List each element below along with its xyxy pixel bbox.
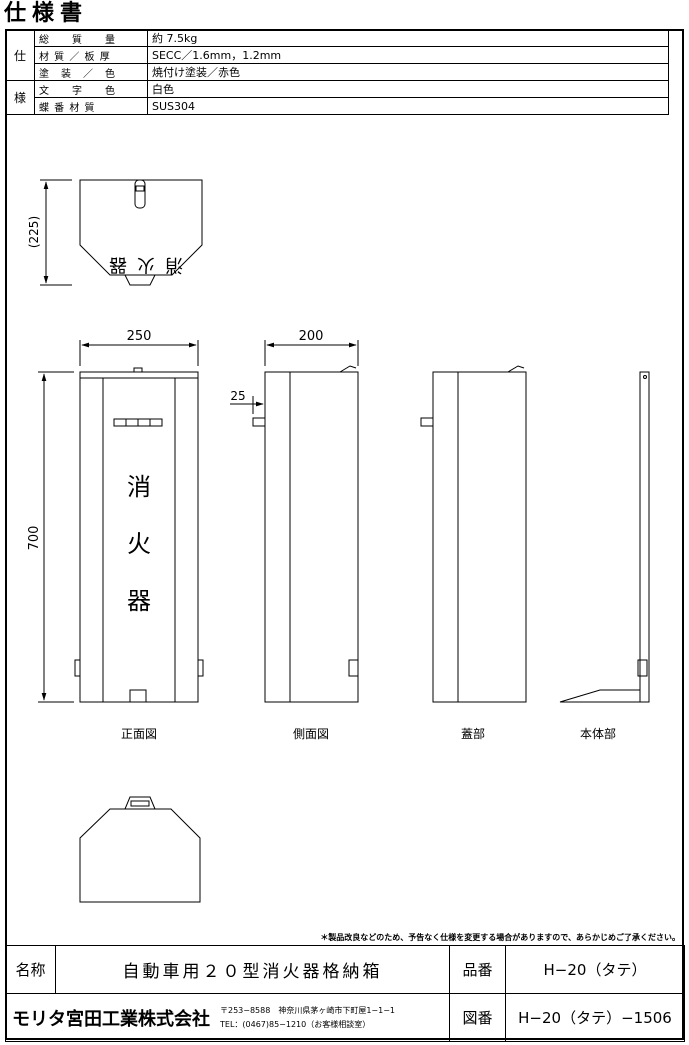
spec-value: SECC／1.6mm，1.2mm — [147, 46, 669, 64]
spec-side-label-bottom: 様 — [5, 80, 35, 115]
label-front-view: 正面図 — [121, 727, 157, 741]
name-value: 自動車用２０型消火器格納箱 — [55, 945, 450, 994]
name-label: 名称 — [5, 945, 56, 994]
box-char-3: 器 — [127, 587, 151, 615]
title-block: 名称 自動車用２０型消火器格納箱 品番 H−20（タテ） モリタ宮田工業株式会社… — [5, 945, 685, 1042]
dim-offset: 25 — [230, 389, 245, 403]
box-char-2: 火 — [127, 530, 151, 558]
label-side-view: 側面図 — [293, 727, 329, 741]
company-tel: TEL：(0467)85−1210（お客様相談室） — [220, 1019, 371, 1029]
note-text: ＊製品改良などのため、予告なく仕様を変更する場合がありますので、あらかじめご了承… — [320, 933, 680, 942]
spec-table: 仕 総 質 量 約 7.5kg 材 質 ／ 板 厚 SECC／1.6mm，1.2… — [5, 29, 669, 115]
dim-top-height: (225) — [27, 216, 41, 248]
part-number-value: H−20（タテ） — [505, 945, 685, 994]
front-view — [38, 340, 204, 703]
body-view — [559, 371, 650, 703]
drawing-number-label: 図番 — [449, 993, 506, 1042]
spec-key: 蝶 番 材 質 — [34, 97, 148, 115]
company-address: 〒253−8588 神奈川県茅ヶ崎市下町屋1−1−1 — [220, 1005, 396, 1015]
page-title: 仕様書 — [4, 1, 89, 26]
company-name: モリタ宮田工業株式会社 — [12, 1008, 210, 1030]
top-mirror-text: 消火器 — [99, 254, 183, 275]
drawing-number-value: H−20（タテ）−1506 — [505, 993, 685, 1042]
dim-height: 700 — [27, 526, 42, 551]
bottom-view — [79, 796, 201, 903]
spec-value: SUS304 — [147, 97, 669, 115]
technical-drawing: (225) 250 200 25 700 消 火 器 消火器 正面図 側面図 蓋… — [27, 179, 650, 903]
company-cell: モリタ宮田工業株式会社 〒253−8588 神奈川県茅ヶ崎市下町屋1−1−1 T… — [5, 993, 450, 1042]
dim-depth: 200 — [299, 329, 324, 344]
lid-view — [420, 365, 527, 703]
box-char-1: 消 — [127, 473, 151, 501]
side-view — [230, 340, 359, 703]
part-number-label: 品番 — [449, 945, 506, 994]
dim-width: 250 — [127, 329, 152, 344]
top-view — [40, 179, 203, 286]
label-body-view: 本体部 — [580, 726, 616, 741]
label-lid-view: 蓋部 — [461, 726, 485, 741]
